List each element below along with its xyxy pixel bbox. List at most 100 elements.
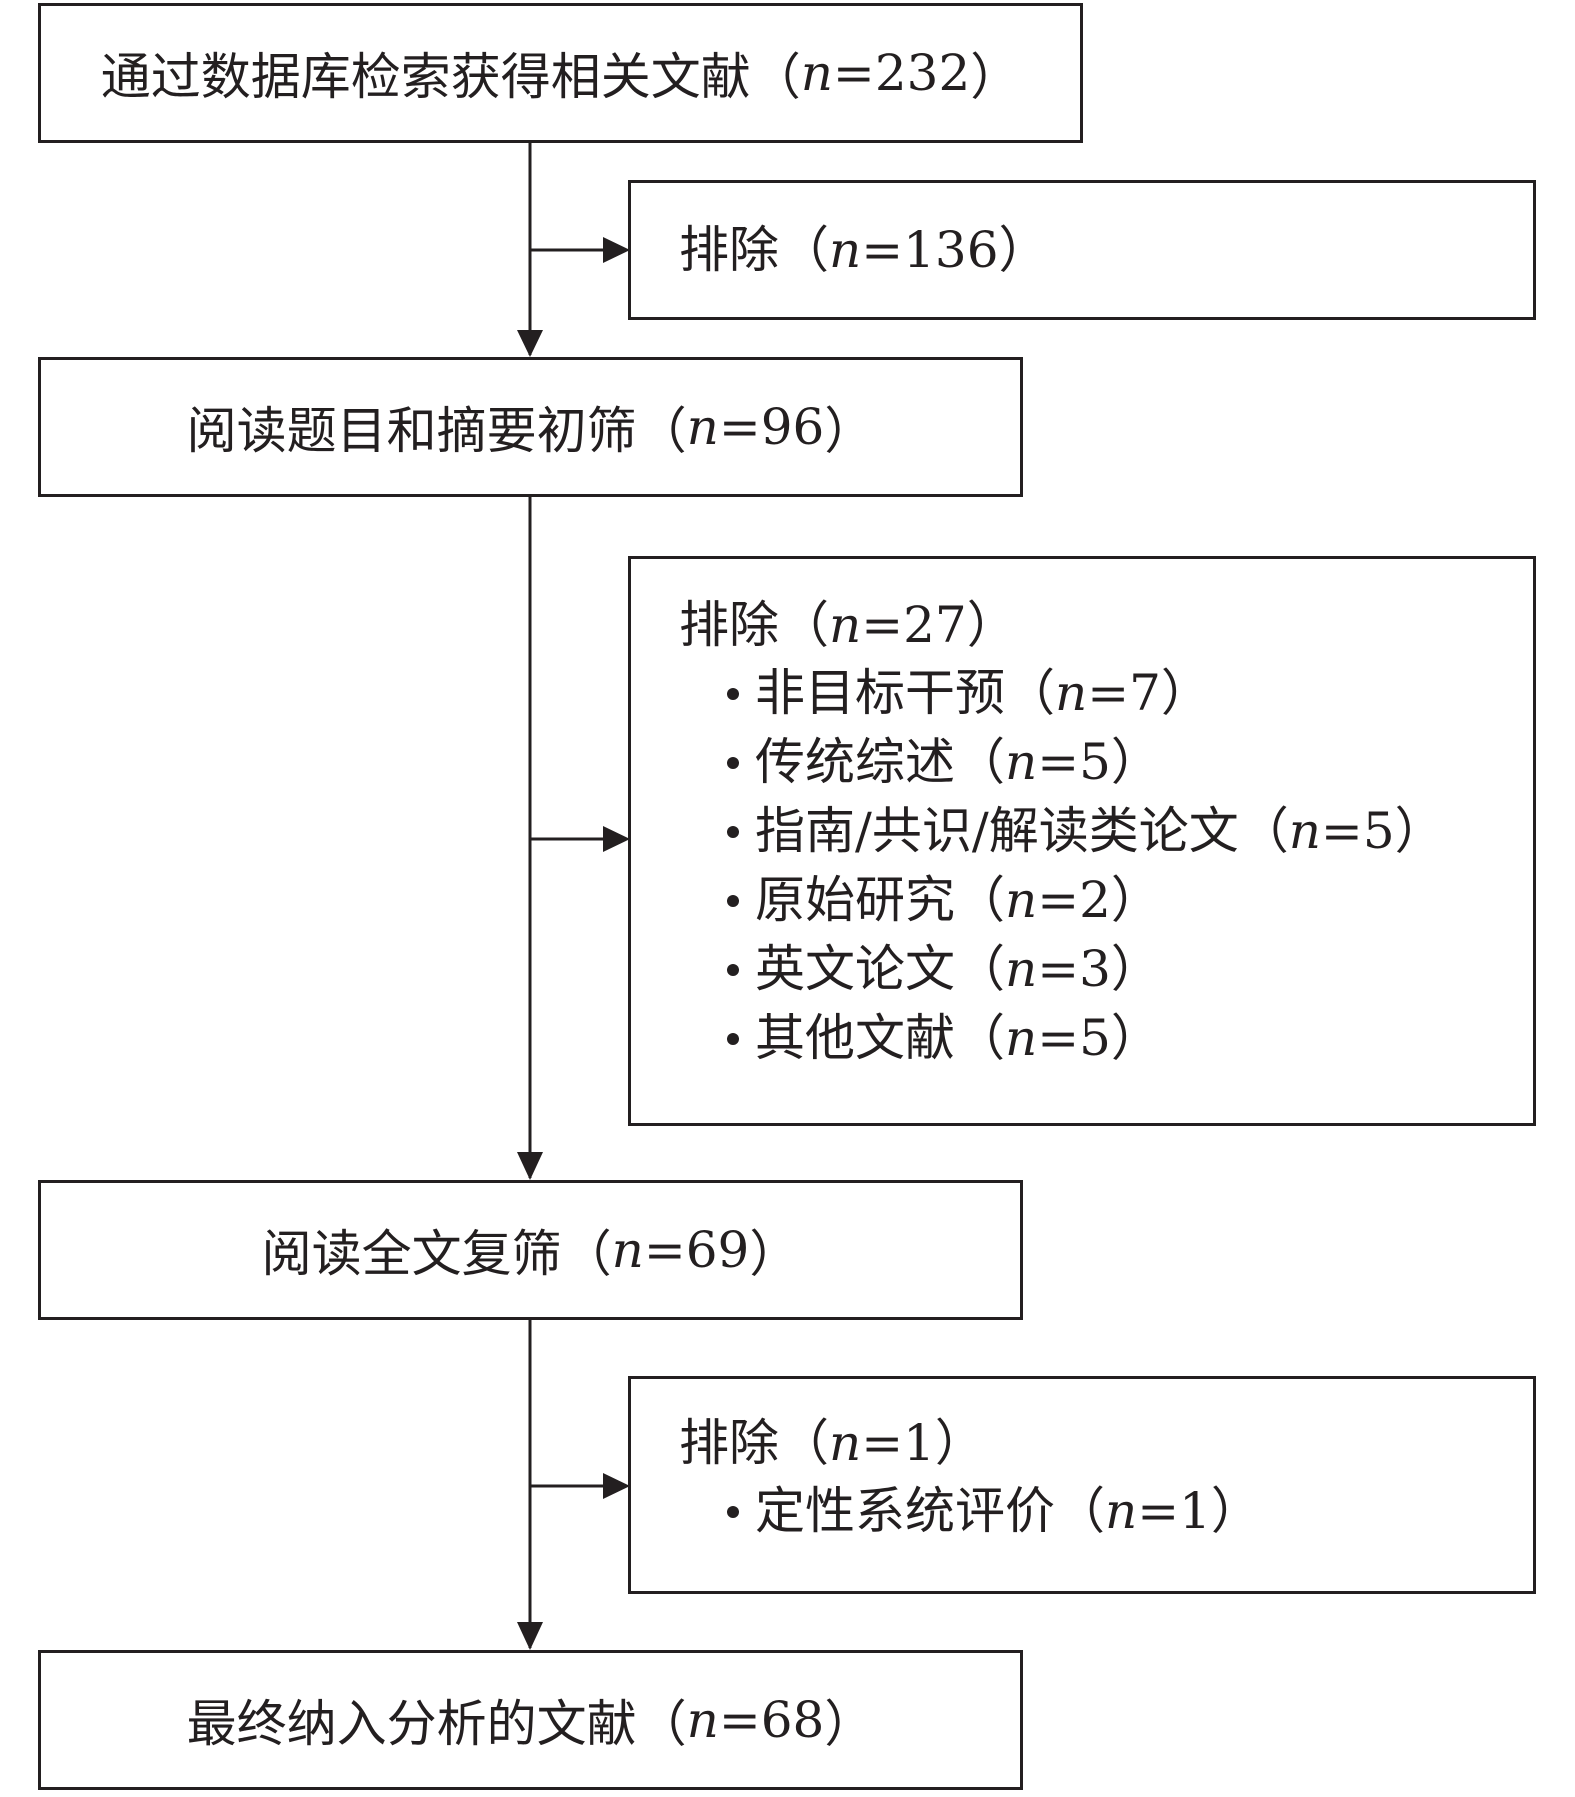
n-symbol: n xyxy=(1005,871,1038,929)
bullet-icon xyxy=(727,964,739,976)
list-item: 原始研究（n=2） xyxy=(727,866,1533,935)
list-item: 指南/共识/解读类论文（n=5） xyxy=(727,797,1533,866)
bullet-icon xyxy=(727,1506,739,1518)
box-exclusion-2: 排除（n=27） 非目标干预（n=7） 传统综述（n=5） 指南/共识/解读类论… xyxy=(628,556,1536,1126)
exclusion-3-label: 排除（ xyxy=(679,1414,829,1472)
box-identified-label: 通过数据库检索获得相关文献（ xyxy=(100,48,801,106)
eq-symbol: = xyxy=(1037,733,1080,791)
close-paren: ） xyxy=(1394,802,1445,860)
box-screen-title: 阅读题目和摘要初筛（n=96） xyxy=(38,357,1023,497)
bullet-icon xyxy=(727,895,739,907)
list-item: 传统综述（n=5） xyxy=(727,728,1533,797)
bullet-icon xyxy=(727,1033,739,1045)
n-symbol: n xyxy=(686,1691,719,1749)
eq-symbol: = xyxy=(1037,871,1080,929)
box-screen-title-count: 96 xyxy=(760,398,825,456)
exclusion-2-list: 非目标干预（n=7） 传统综述（n=5） 指南/共识/解读类论文（n=5） 原始… xyxy=(679,659,1533,1073)
n-symbol: n xyxy=(611,1221,644,1279)
eq-symbol: = xyxy=(861,221,904,279)
arrowhead-right-2 xyxy=(603,826,630,852)
item-count: 5 xyxy=(1079,733,1111,791)
item-count: 1 xyxy=(1179,1482,1211,1540)
item-label: 传统综述（ xyxy=(755,733,1005,791)
arrowhead-right-1 xyxy=(603,237,630,263)
close-paren: ） xyxy=(824,402,875,460)
eq-symbol: = xyxy=(1137,1482,1180,1540)
close-paren: ） xyxy=(1110,940,1161,998)
arrowhead-down-3 xyxy=(517,1622,543,1650)
close-paren: ） xyxy=(1210,1482,1261,1540)
item-count: 3 xyxy=(1079,940,1111,998)
item-label: 英文论文（ xyxy=(755,940,1005,998)
box-included-count: 68 xyxy=(760,1691,825,1749)
box-identified-count: 232 xyxy=(874,44,971,102)
arrowhead-down-2 xyxy=(517,1152,543,1180)
item-label: 定性系统评价（ xyxy=(755,1482,1105,1540)
box-identified: 通过数据库检索获得相关文献（n=232） xyxy=(38,3,1083,143)
exclusion-3-list: 定性系统评价（n=1） xyxy=(679,1477,1533,1546)
n-symbol: n xyxy=(1005,1009,1038,1067)
exclusion-3-count: 1 xyxy=(903,1414,935,1472)
eq-symbol: = xyxy=(861,1414,904,1472)
box-included-label: 最终纳入分析的文献（ xyxy=(186,1695,687,1753)
list-item: 定性系统评价（n=1） xyxy=(727,1477,1533,1546)
eq-symbol: = xyxy=(1320,802,1363,860)
box-screen-full-label: 阅读全文复筛（ xyxy=(261,1225,612,1283)
close-paren: ） xyxy=(966,596,1017,654)
eq-symbol: = xyxy=(1087,664,1130,722)
exclusion-2-title: 排除（n=27） xyxy=(679,591,1533,659)
bullet-icon xyxy=(727,826,739,838)
item-label: 其他文献（ xyxy=(755,1009,1005,1067)
item-count: 7 xyxy=(1129,664,1161,722)
box-exclusion-1: 排除（n=136） xyxy=(628,180,1536,320)
exclusion-1-count: 136 xyxy=(903,221,999,279)
n-symbol: n xyxy=(829,1414,862,1472)
box-screen-full-count: 69 xyxy=(685,1221,750,1279)
close-paren: ） xyxy=(998,221,1049,279)
eq-symbol: = xyxy=(832,44,875,102)
close-paren: ） xyxy=(970,48,1021,106)
bullet-icon xyxy=(727,688,739,700)
close-paren: ） xyxy=(1160,664,1211,722)
close-paren: ） xyxy=(749,1225,800,1283)
eq-symbol: = xyxy=(1037,940,1080,998)
n-symbol: n xyxy=(1005,940,1038,998)
exclusion-1-title: 排除（n=136） xyxy=(679,216,1049,284)
n-symbol: n xyxy=(686,398,719,456)
item-count: 2 xyxy=(1079,871,1111,929)
close-paren: ） xyxy=(824,1695,875,1753)
exclusion-3-title: 排除（n=1） xyxy=(679,1409,1533,1477)
eq-symbol: = xyxy=(643,1221,686,1279)
eq-symbol: = xyxy=(1037,1009,1080,1067)
item-count: 5 xyxy=(1362,802,1395,860)
n-symbol: n xyxy=(1105,1482,1138,1540)
close-paren: ） xyxy=(1110,871,1161,929)
n-symbol: n xyxy=(1005,733,1038,791)
exclusion-2-label: 排除（ xyxy=(679,596,829,654)
box-screen-full: 阅读全文复筛（n=69） xyxy=(38,1180,1023,1320)
item-label: 指南/共识/解读类论文（ xyxy=(755,802,1289,860)
eq-symbol: = xyxy=(718,1691,761,1749)
close-paren: ） xyxy=(934,1414,985,1472)
n-symbol: n xyxy=(1288,802,1321,860)
item-label: 原始研究（ xyxy=(755,871,1005,929)
list-item: 非目标干预（n=7） xyxy=(727,659,1533,728)
n-symbol: n xyxy=(829,596,862,654)
n-symbol: n xyxy=(829,221,862,279)
n-symbol: n xyxy=(1055,664,1088,722)
box-screen-title-label: 阅读题目和摘要初筛（ xyxy=(186,402,687,460)
eq-symbol: = xyxy=(861,596,904,654)
exclusion-2-count: 27 xyxy=(903,596,967,654)
item-count: 5 xyxy=(1079,1009,1111,1067)
box-included: 最终纳入分析的文献（n=68） xyxy=(38,1650,1023,1790)
close-paren: ） xyxy=(1110,1009,1161,1067)
list-item: 英文论文（n=3） xyxy=(727,935,1533,1004)
arrowhead-down-1 xyxy=(517,330,543,357)
exclusion-1-label: 排除（ xyxy=(679,221,829,279)
box-exclusion-3: 排除（n=1） 定性系统评价（n=1） xyxy=(628,1376,1536,1594)
n-symbol: n xyxy=(800,44,833,102)
list-item: 其他文献（n=5） xyxy=(727,1004,1533,1073)
bullet-icon xyxy=(727,757,739,769)
arrowhead-right-3 xyxy=(603,1473,630,1499)
